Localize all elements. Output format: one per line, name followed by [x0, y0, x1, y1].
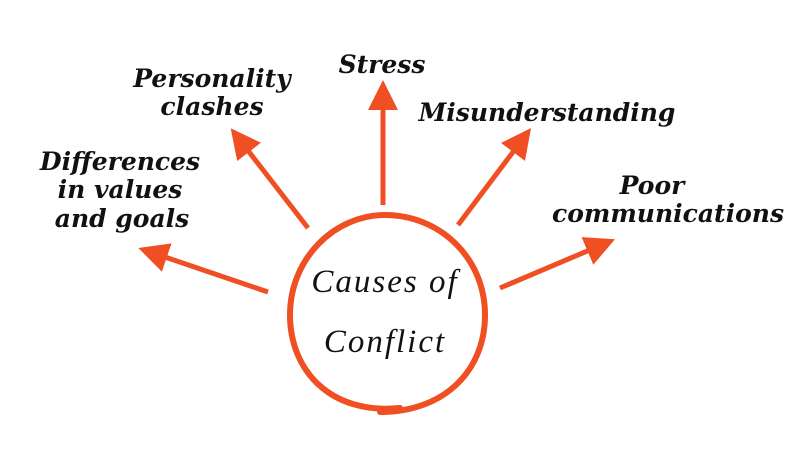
cause-poor-line2: communications [552, 199, 784, 228]
cause-differences-line3: and goals [55, 204, 190, 233]
center-title-line1: Causes of [311, 264, 460, 300]
arrow-misunderstanding [456, 128, 532, 227]
center-title-line2: Conflict [324, 324, 446, 360]
central-circle [286, 211, 489, 415]
cause-poor-line1: Poor [619, 171, 686, 200]
cause-personality-line2: clashes [160, 92, 263, 121]
cause-differences-line2: in values [58, 175, 183, 204]
arrow-personality [230, 128, 310, 230]
cause-stress: Stress [339, 50, 426, 79]
arrow-differences [138, 243, 269, 295]
cause-personality-line1: Personality [132, 64, 292, 93]
cause-misunderstanding: Misunderstanding [418, 98, 676, 127]
cause-differences-line1: Differences [39, 147, 200, 176]
arrow-poor-communications [499, 237, 616, 291]
